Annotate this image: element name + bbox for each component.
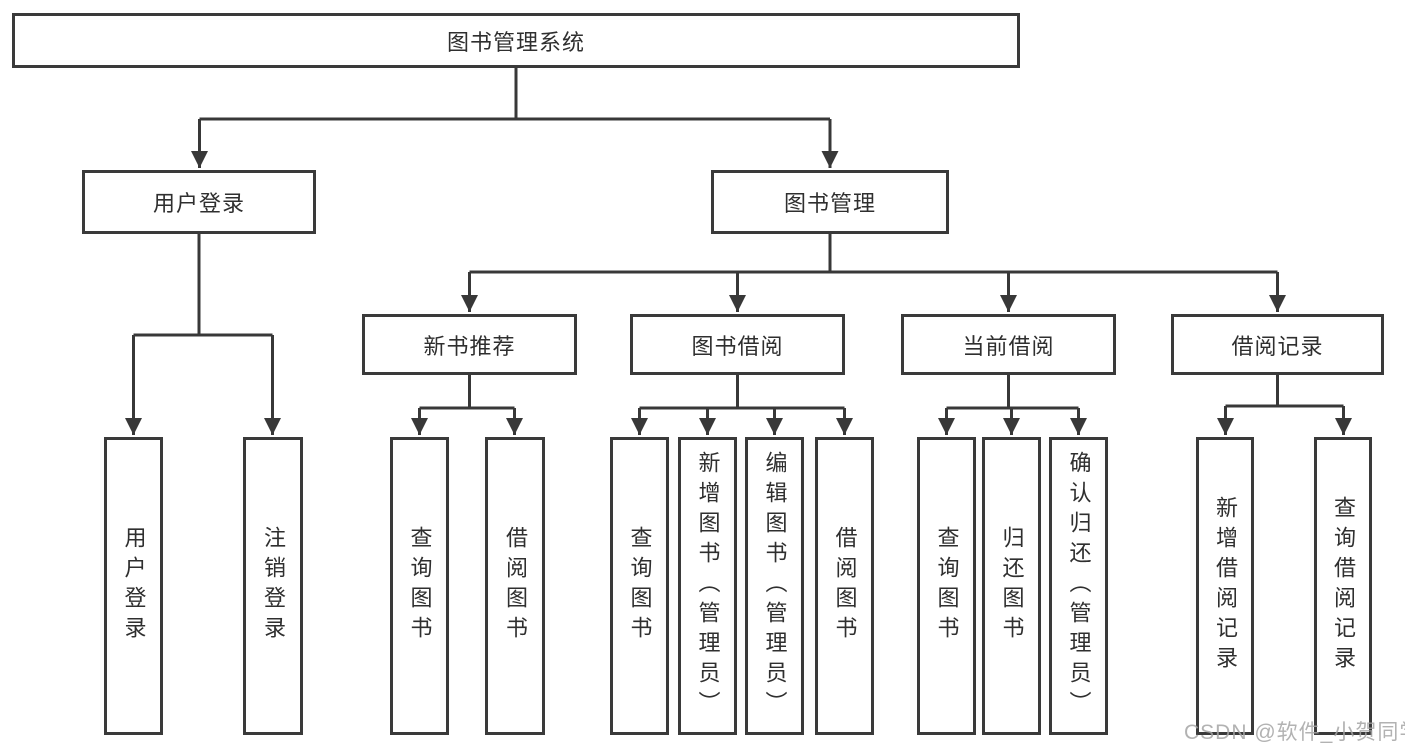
leaf-label: 新增图书（管理员） xyxy=(695,451,721,721)
leaf-label: 借阅图书 xyxy=(503,526,528,646)
leaf-return-books: 归还图书 xyxy=(982,437,1041,735)
leaf-label: 查询借阅记录 xyxy=(1331,496,1356,676)
leaf-borrow-books: 借阅图书 xyxy=(815,437,874,735)
leaf-add-books-admin: 新增图书（管理员） xyxy=(678,437,737,735)
csdn-watermark: CSDN @软件_小贺同学 xyxy=(1184,721,1405,744)
leaf-query-books-rec: 查询图书 xyxy=(390,437,449,735)
node-root-system: 图书管理系统 xyxy=(12,13,1020,68)
leaf-borrow-books-rec: 借阅图书 xyxy=(485,437,545,735)
node-user-login: 用户登录 xyxy=(82,170,316,234)
leaf-label: 归还图书 xyxy=(999,526,1025,646)
leaf-label: 注销登录 xyxy=(261,526,286,646)
leaf-user-login: 用户登录 xyxy=(104,437,163,735)
node-book-management: 图书管理 xyxy=(711,170,949,234)
leaf-query-books-current: 查询图书 xyxy=(917,437,976,735)
node-borrowing-records: 借阅记录 xyxy=(1171,314,1384,375)
leaf-label: 借阅图书 xyxy=(832,526,858,646)
leaf-edit-books-admin: 编辑图书（管理员） xyxy=(745,437,804,735)
leaf-label: 确认归还（管理员） xyxy=(1066,451,1092,721)
leaf-label: 查询图书 xyxy=(627,526,653,646)
leaf-label: 查询图书 xyxy=(934,526,960,646)
leaf-label: 编辑图书（管理员） xyxy=(762,451,788,721)
node-current-borrowing: 当前借阅 xyxy=(901,314,1116,375)
leaf-label: 新增借阅记录 xyxy=(1213,496,1238,676)
leaf-add-borrow-record: 新增借阅记录 xyxy=(1196,437,1254,735)
leaf-confirm-return-admin: 确认归还（管理员） xyxy=(1049,437,1108,735)
node-book-borrowing: 图书借阅 xyxy=(630,314,845,375)
leaf-label: 用户登录 xyxy=(121,526,147,646)
leaf-logout: 注销登录 xyxy=(243,437,303,735)
leaf-label: 查询图书 xyxy=(407,526,433,646)
leaf-query-borrow-record: 查询借阅记录 xyxy=(1314,437,1372,735)
leaf-query-books-borrow: 查询图书 xyxy=(610,437,669,735)
node-new-book-recommendation: 新书推荐 xyxy=(362,314,577,375)
